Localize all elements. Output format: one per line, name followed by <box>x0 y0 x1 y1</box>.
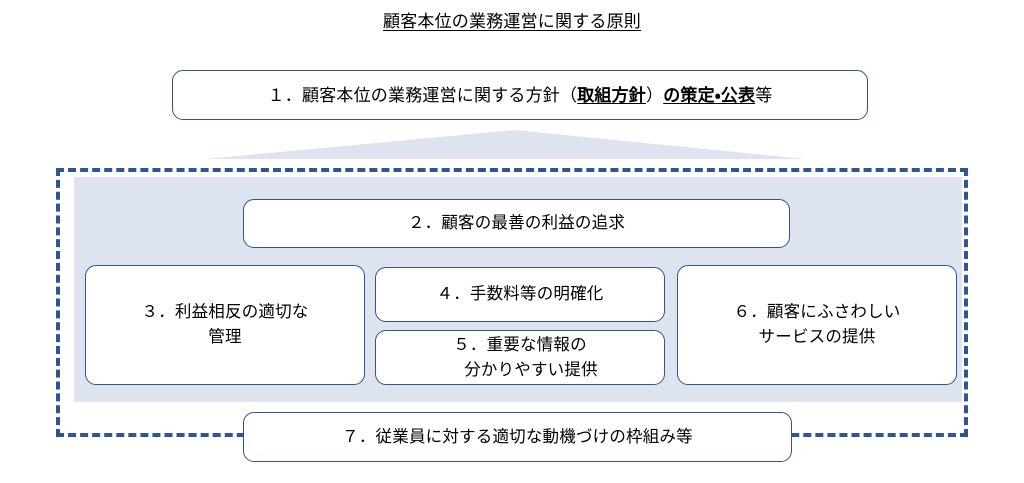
principle-1-segment-5: 等 <box>755 85 773 105</box>
page-title-text: 顧客本位の業務運営に関する原則 <box>383 12 641 31</box>
principle-box-5: ５．重要な情報の 分かりやすい提供 <box>375 330 665 385</box>
principle-3-line-1: ３．利益相反の適切な <box>141 303 309 321</box>
principle-box-4: ４．手数料等の明確化 <box>375 267 665 322</box>
principle-5-line-2: 分かりやすい提供 <box>464 360 598 379</box>
principle-3-line-2: 管理 <box>208 328 242 346</box>
principle-2-text: ２．顧客の最善の利益の追求 <box>244 211 789 236</box>
principle-1-segment-1: １．顧客本位の業務運営に関する方針（ <box>267 85 578 105</box>
principle-box-7: ７．従業員に対する適切な動機づけの枠組み等 <box>243 412 792 462</box>
principle-7-line-1: ７．従業員に対する適切な動機づけの枠組み等 <box>342 427 693 446</box>
principle-1-segment-3: ） <box>646 85 664 105</box>
principle-1-segment-2-emphasis: 取組方針 <box>577 85 647 105</box>
principle-1-segment-4-emphasis: の策定・公表 <box>663 85 756 105</box>
funnel-arrow-icon <box>205 130 805 160</box>
principle-1-text: １．顧客本位の業務運営に関する方針（取組方針）の策定・公表等 <box>173 83 867 108</box>
principle-5-line-1: ５．重要な情報の <box>453 335 587 354</box>
principle-7-text: ７．従業員に対する適切な動機づけの枠組み等 <box>244 425 791 450</box>
principle-box-3: ３．利益相反の適切な 管理 <box>85 265 365 385</box>
principle-6-line-2: サービスの提供 <box>758 328 876 346</box>
principle-6-text: ６．顧客にふさわしい サービスの提供 <box>678 300 956 350</box>
page-title: 顧客本位の業務運営に関する原則 <box>0 10 1024 34</box>
principle-4-line-1: ４．手数料等の明確化 <box>436 285 604 303</box>
principle-box-2: ２．顧客の最善の利益の追求 <box>243 199 790 248</box>
principle-box-1: １．顧客本位の業務運営に関する方針（取組方針）の策定・公表等 <box>172 70 868 120</box>
principle-2-line-1: ２．顧客の最善の利益の追求 <box>407 214 626 232</box>
principle-4-text: ４．手数料等の明確化 <box>376 282 664 307</box>
principle-6-line-1: ６．顧客にふさわしい <box>733 303 901 321</box>
principle-box-6: ６．顧客にふさわしい サービスの提供 <box>677 265 957 385</box>
principle-5-text: ５．重要な情報の 分かりやすい提供 <box>376 333 664 383</box>
principle-3-text: ３．利益相反の適切な 管理 <box>86 300 364 350</box>
